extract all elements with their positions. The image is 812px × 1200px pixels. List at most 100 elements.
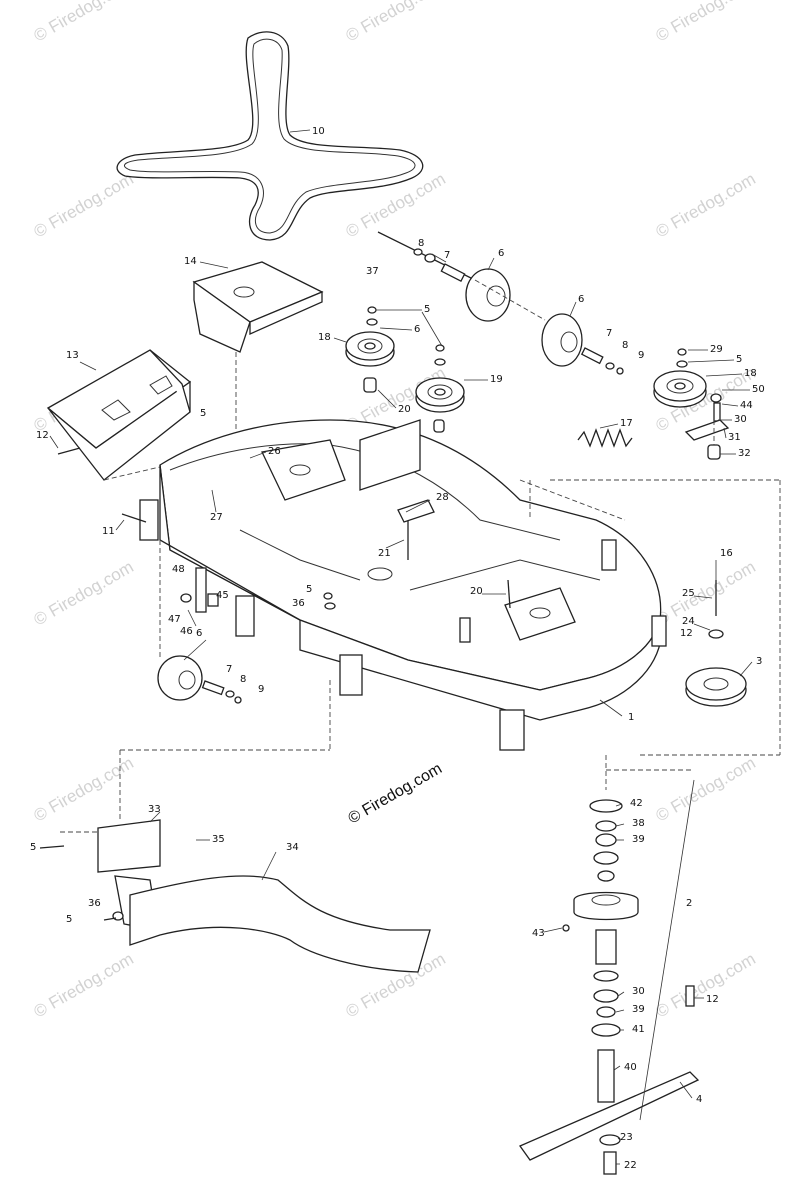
callout-label: 6 (414, 324, 420, 335)
callout-label: 5 (66, 914, 72, 925)
spacer (580, 347, 604, 365)
callout-label: 43 (532, 928, 545, 939)
leader-lines (49, 129, 753, 1165)
callout-label: 8 (240, 674, 246, 685)
callout-label: 32 (738, 448, 751, 459)
callout-label: 20 (398, 404, 411, 415)
callout-label: 42 (630, 798, 643, 809)
callout-label: 25 (682, 588, 695, 599)
mower-deck (121, 419, 781, 756)
drive-belt (116, 31, 424, 241)
callout-label: 26 (268, 446, 281, 457)
callout-label: 24 (682, 616, 695, 627)
right-idler-cluster (653, 348, 730, 460)
callout-label: 37 (366, 266, 379, 277)
callout-label: 34 (286, 842, 299, 853)
spindle-pulley (685, 580, 747, 707)
center-watermark: © Firedog.com (346, 760, 446, 827)
watermark: © Firedog.com (31, 557, 137, 629)
callout-label: 6 (578, 294, 584, 305)
callout-label: 5 (736, 354, 742, 365)
callout-label: 17 (620, 418, 633, 429)
idler-pulleys (345, 306, 465, 433)
callout-label: 5 (306, 584, 312, 595)
callout-label: 39 (632, 1004, 645, 1015)
callout-label: 13 (66, 350, 79, 361)
discharge-parts (39, 680, 431, 973)
bolt (57, 447, 81, 455)
spacer (440, 263, 466, 282)
watermark: © Firedog.com (343, 0, 449, 45)
callout-label: 27 (210, 512, 223, 523)
callout-label: 40 (624, 1062, 637, 1073)
callout-label: 18 (318, 332, 331, 343)
callout-label: 8 (418, 238, 424, 249)
callout-label: 23 (620, 1132, 633, 1143)
callouts: 10 37 8 7 6 14 6 5 6 18 7 8 9 29 5 13 19… (30, 126, 765, 1171)
callout-label: 36 (88, 898, 101, 909)
nut (413, 248, 423, 256)
spring (577, 428, 633, 448)
callout-label: 9 (638, 350, 644, 361)
callout-label: 35 (212, 834, 225, 845)
callout-label: 38 (632, 818, 645, 829)
callout-label: 46 (180, 626, 193, 637)
callout-label: 10 (312, 126, 325, 137)
callout-label: 7 (226, 664, 232, 675)
callout-label: 12 (680, 628, 693, 639)
callout-label: 12 (706, 994, 719, 1005)
washer (605, 362, 615, 370)
callout-label: 50 (752, 384, 765, 395)
watermark: © Firedog.com (653, 949, 759, 1021)
callout-label: 16 (720, 548, 733, 559)
callout-label: 47 (168, 614, 181, 625)
callout-label: 6 (196, 628, 202, 639)
watermark: © Firedog.com (653, 753, 759, 825)
upper-wheel-assembly (377, 231, 624, 375)
callout-label: 7 (606, 328, 612, 339)
callout-label: 20 (470, 586, 483, 597)
callout-label: 18 (744, 368, 757, 379)
side-cover (46, 349, 192, 481)
callout-label: 29 (710, 344, 723, 355)
callout-label: 1 (628, 712, 634, 723)
callout-label: 11 (102, 526, 115, 537)
callout-label: 22 (624, 1160, 637, 1171)
callout-label: 45 (216, 590, 229, 601)
callout-label: 9 (258, 684, 264, 695)
watermark: © Firedog.com (31, 169, 137, 241)
callout-label: 3 (756, 656, 762, 667)
callout-label: 30 (632, 986, 645, 997)
washer (424, 253, 436, 263)
callout-label: 4 (696, 1094, 702, 1105)
callout-label: 12 (36, 430, 49, 441)
belt-cover (192, 261, 324, 450)
callout-label: 36 (292, 598, 305, 609)
callout-label: 30 (734, 414, 747, 425)
watermark: © Firedog.com (31, 753, 137, 825)
nut (616, 367, 624, 375)
callout-label: 5 (424, 304, 430, 315)
callout-label: 6 (498, 248, 504, 259)
callout-label: 33 (148, 804, 161, 815)
callout-label: 41 (632, 1024, 645, 1035)
watermark: © Firedog.com (653, 0, 759, 45)
callout-label: 14 (184, 256, 197, 267)
callout-label: 31 (728, 432, 741, 443)
callout-label: 5 (30, 842, 36, 853)
callout-label: 48 (172, 564, 185, 575)
callout-label: 5 (200, 408, 206, 419)
callout-label: 7 (444, 250, 450, 261)
lower-wheel-assembly (157, 655, 242, 704)
spindle-assembly (519, 755, 700, 1175)
callout-label: 8 (622, 340, 628, 351)
callout-label: 21 (378, 548, 391, 559)
callout-label: 44 (740, 400, 753, 411)
callout-label: 2 (686, 898, 692, 909)
watermark: © Firedog.com (653, 169, 759, 241)
callout-label: 39 (632, 834, 645, 845)
callout-label: 19 (490, 374, 503, 385)
callout-label: 28 (436, 492, 449, 503)
gauge-wheel (465, 268, 511, 322)
